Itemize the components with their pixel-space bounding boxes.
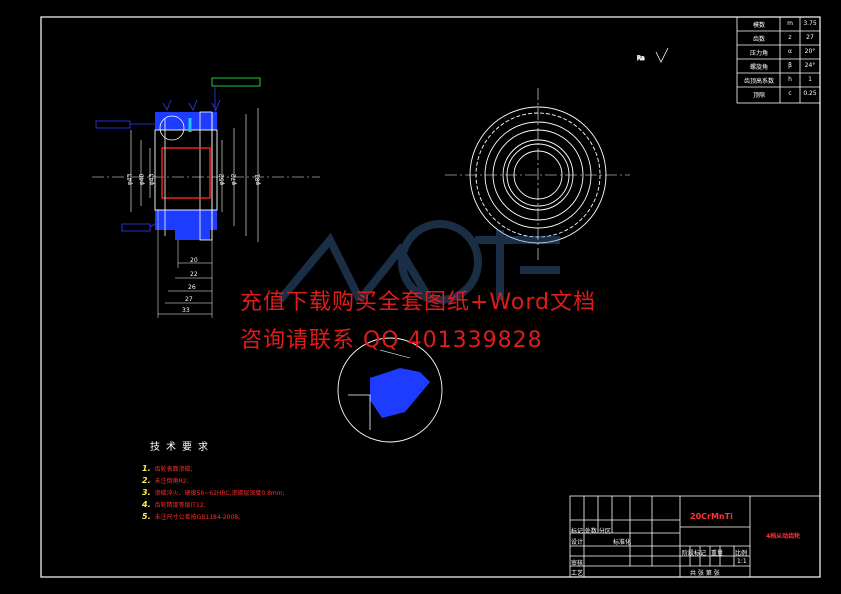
param-sym: β <box>788 62 792 69</box>
dim-phi1: φ43 <box>126 173 134 186</box>
param-val: 1 <box>808 76 812 83</box>
tech-req-item: 5.未注尺寸公差按GB1184-2008。 <box>142 512 245 521</box>
param-val: 3.75 <box>803 20 817 27</box>
param-table <box>736 16 821 104</box>
title-block <box>569 495 821 578</box>
param-name: 模数 <box>752 22 765 29</box>
dim-phi6: φ43 <box>148 173 156 186</box>
param-val: 27 <box>806 34 814 41</box>
param-val: 20° <box>804 48 816 55</box>
title-scale: 比例 <box>735 550 748 557</box>
dim-phi5: φ81 <box>254 173 262 186</box>
title-part-name: 4档从动齿轮 <box>766 533 801 540</box>
title-material: 20CrMnTi <box>690 512 733 521</box>
svg-text:Ra: Ra <box>637 55 645 62</box>
end-view <box>469 106 607 244</box>
watermark-line1: 充值下载购买全套图纸+Word文档 <box>240 290 596 315</box>
title-stage: 阶段标记 <box>682 550 707 557</box>
tech-req-item: 4.齿轮精度等级IT12; <box>142 500 206 509</box>
param-sym: c <box>788 90 792 97</box>
param-sym: α <box>788 48 792 55</box>
tech-req-title: 技术要求 <box>150 442 214 453</box>
param-sym: h <box>788 76 792 83</box>
dim-27: 27 <box>185 296 193 303</box>
watermark-logo <box>276 220 560 304</box>
title-review: 审核 <box>571 560 584 567</box>
title-scale-val: 1:1 <box>737 558 747 565</box>
detail-view <box>337 337 443 443</box>
param-val: 24° <box>804 62 816 69</box>
param-name: 齿数 <box>752 36 765 43</box>
param-sym: z <box>788 34 792 41</box>
param-val: 0.25 <box>803 90 817 97</box>
tech-req-item: 2.未注倒角R2; <box>142 476 189 485</box>
tech-req-item: 3.渗碳淬火、硬度56~62HRC,渗碳层深度0.8mm; <box>142 488 285 497</box>
dim-33: 33 <box>182 307 190 314</box>
dim-phi3: φ52 <box>218 173 226 186</box>
title-design: 设计 <box>571 539 584 546</box>
border-frame <box>40 16 821 578</box>
param-name: 顶隙 <box>752 92 765 99</box>
title-std: 标准化 <box>613 539 632 546</box>
param-name: 螺旋角 <box>749 64 768 71</box>
dim-20: 20 <box>190 257 198 264</box>
param-name: 压力角 <box>749 50 768 57</box>
param-name: 齿顶高系数 <box>743 78 774 85</box>
roughness-symbol-general: Ra <box>637 47 669 63</box>
title-sheet: 共 张 第 张 <box>690 570 720 577</box>
dim-26: 26 <box>188 284 196 291</box>
title-marks: 标记 处数 分区 <box>571 528 611 535</box>
dim-phi4: φ72 <box>230 173 238 186</box>
param-sym: m <box>787 20 793 27</box>
dim-22: 22 <box>190 271 198 278</box>
dim-phi2: φ40 <box>138 173 146 186</box>
tech-req-item: 1.齿轮表面渗碳; <box>142 464 193 473</box>
title-process: 工艺 <box>571 570 584 577</box>
section-view <box>92 77 320 318</box>
watermark-line2: 咨询请联系 QQ 401339828 <box>240 328 543 353</box>
title-weight: 重量 <box>711 550 724 557</box>
